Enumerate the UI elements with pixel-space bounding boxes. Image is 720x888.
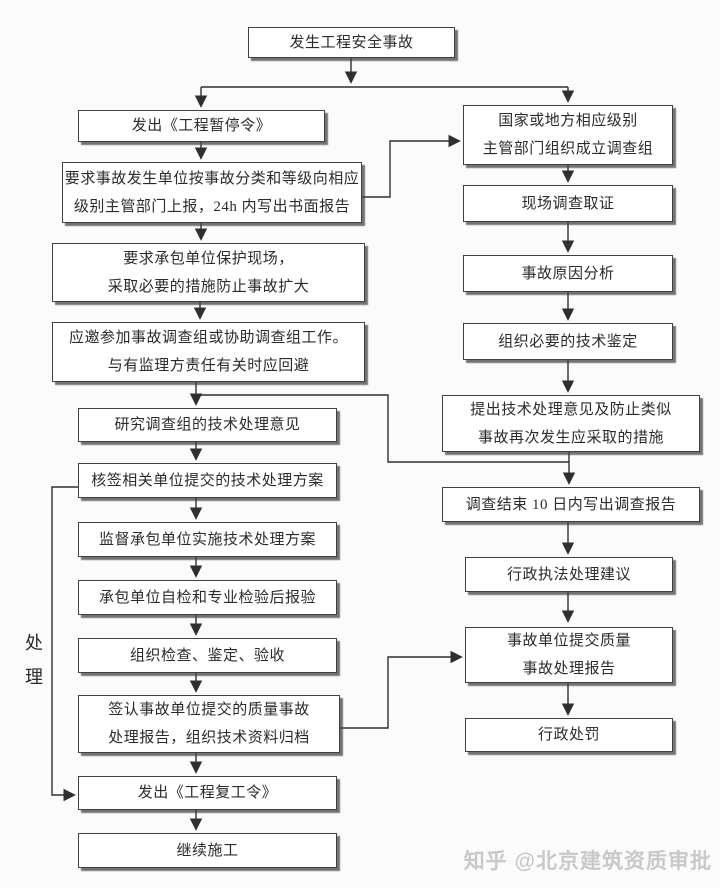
node-issue-resume-order: 发出《工程复工令》 [78,776,337,810]
node-label: 核签相关单位提交的技术处理方案 [91,472,324,489]
node-label-line1: 要求承包单位保护现场， [123,250,294,267]
node-label: 事故原因分析 [521,265,615,282]
connector-handling-bracket [51,486,78,802]
node-contractor-self-inspection: 承包单位自检和专业检验后报验 [78,580,337,615]
node-accident-occurs: 发生工程安全事故 [248,27,455,58]
node-label: 调查结束 10 日内写出调查报告 [465,496,677,513]
node-label: 现场调查取证 [521,195,615,212]
node-study-technical-opinions: 研究调查组的技术处理意见 [78,408,337,442]
node-label: 承包单位自检和专业检验后报验 [98,589,316,606]
node-label-line2: 处理报告，组织技术资料归档 [108,730,310,746]
node-label-line1: 应邀参加事故调查组或协助调查组工作。 [68,330,348,346]
section-label-handling: 处理 [23,633,43,701]
node-label-line2: 采取必要的措施防止事故扩大 [107,278,310,295]
connector-sign-to-submitreport [340,650,463,729]
node-report-to-authority: 要求事故发生单位按事故分类和等级向相应 级别主管部门上报，24h 内写出书面报告 [62,162,362,223]
node-issue-suspension-order: 发出《工程暂停令》 [78,110,325,142]
node-label: 发生工程安全事故 [289,34,414,51]
node-label: 研究调查组的技术处理意见 [114,417,301,433]
node-label: 行政处罚 [537,727,600,743]
node-label-line2: 主管部门组织成立调查组 [482,141,654,157]
node-label-line1: 国家或地方相应级别 [498,113,638,129]
node-sign-accident-report-archive: 签认事故单位提交的质量事故 处理报告，组织技术资料归档 [78,695,340,753]
node-site-investigation: 现场调查取证 [463,185,673,222]
node-join-investigation: 应邀参加事故调查组或协助调查组工作。 与有监理方责任有关时应回避 [52,322,365,382]
node-label-line2: 事故再次发生应采取的措施 [477,429,664,446]
node-label-line2: 事故处理报告 [522,661,616,677]
node-label: 监督承包单位实施技术处理方案 [98,531,316,548]
node-label: 发出《工程复工令》 [137,785,278,801]
node-protect-site: 要求承包单位保护现场， 采取必要的措施防止事故扩大 [52,243,365,302]
connector-propose-branch-to-study [196,394,569,463]
node-technical-appraisal: 组织必要的技术鉴定 [463,323,673,360]
node-supervise-implementation: 监督承包单位实施技术处理方案 [78,522,337,557]
node-label-line1: 提出技术处理意见及防止类似 [470,401,672,418]
node-administrative-penalty: 行政处罚 [465,718,673,752]
node-propose-technical-opinions: 提出技术处理意见及防止类似 事故再次发生应采取的措施 [442,395,700,452]
node-label: 组织检查、鉴定、验收 [129,647,285,664]
node-countersign-technical-plan: 核签相关单位提交的技术处理方案 [78,463,337,498]
node-label-line1: 要求事故发生单位按事故分类和等级向相应 [64,170,360,187]
node-label: 继续施工 [176,842,239,859]
node-cause-analysis: 事故原因分析 [463,255,673,292]
node-label-line1: 事故单位提交质量 [506,633,631,649]
node-label: 组织必要的技术鉴定 [498,333,638,350]
node-label: 发出《工程暂停令》 [131,118,272,134]
node-form-investigation-team: 国家或地方相应级别 主管部门组织成立调查组 [463,105,673,165]
node-label-line1: 签认事故单位提交的质量事故 [108,702,310,718]
node-unit-submit-quality-report: 事故单位提交质量 事故处理报告 [465,627,673,683]
node-organize-inspection-acceptance: 组织检查、鉴定、验收 [78,638,337,673]
node-continue-construction: 继续施工 [78,833,337,868]
connector-report-to-team [362,134,461,198]
node-investigation-report-10days: 调查结束 10 日内写出调查报告 [442,487,700,522]
node-label: 行政执法处理建议 [506,566,631,583]
node-label-line2: 级别主管部门上报，24h 内写出书面报告 [73,198,351,215]
node-label-line2: 与有监理方责任有关时应回避 [107,358,310,374]
node-administrative-enforcement-suggestion: 行政执法处理建议 [465,557,673,592]
watermark-text: 知乎 @北京建筑资质审批 [463,850,712,873]
